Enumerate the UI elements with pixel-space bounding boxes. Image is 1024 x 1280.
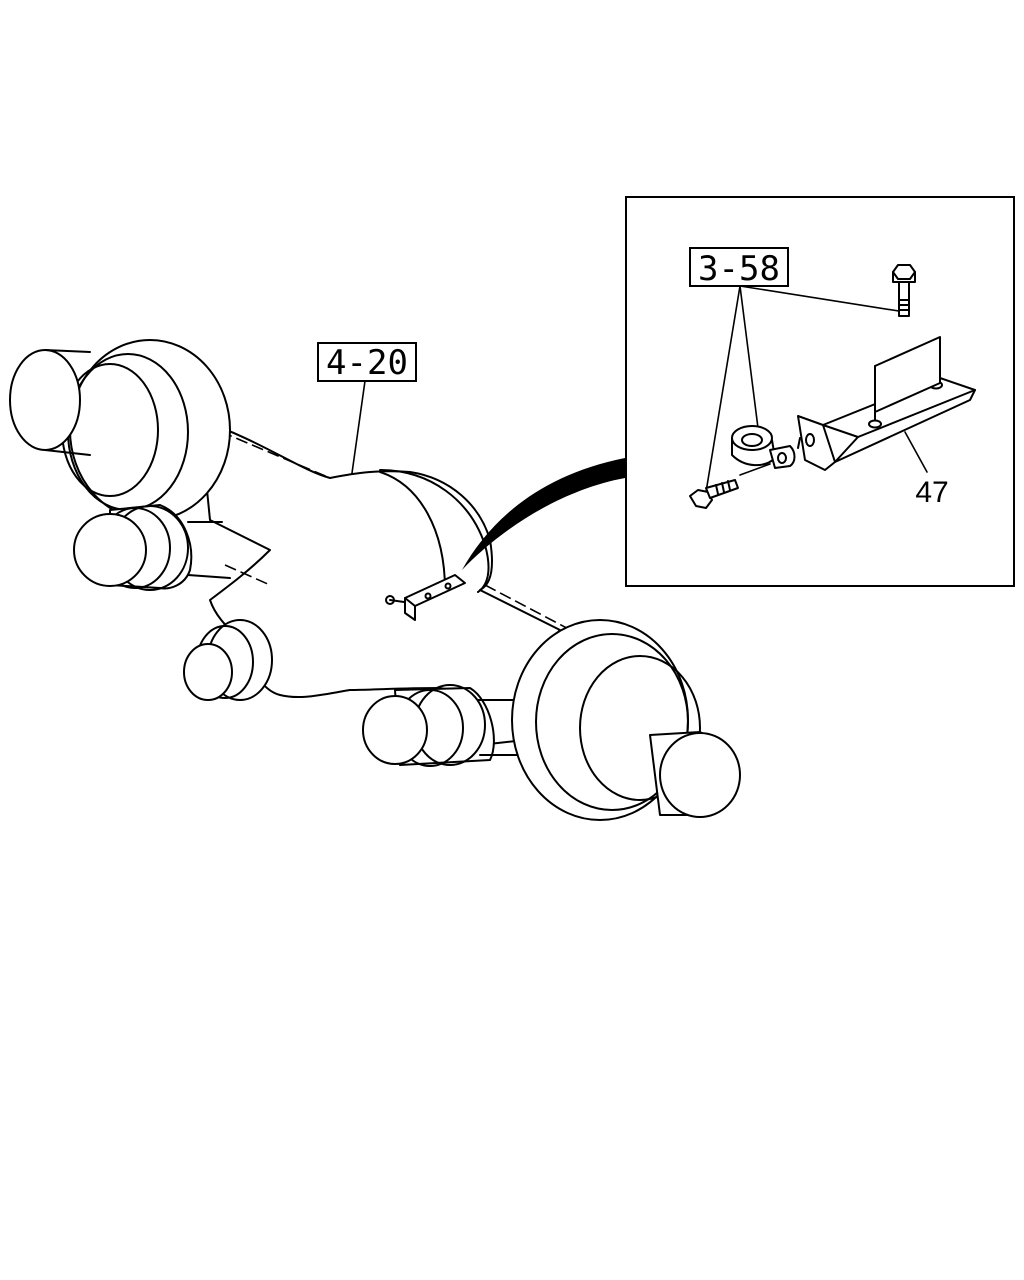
left-wheel-hub [9,339,231,521]
bolt-top [892,264,916,317]
callout-3-58: 3-58 [689,247,906,493]
right-wheel-hub [511,619,741,821]
callout-47: 47 [904,431,949,509]
callout-47-label: 47 [915,476,948,509]
bracket-on-housing [385,574,466,621]
l-bracket [797,336,976,471]
bolt-lower [689,463,771,509]
detail-inset: 3-58 [625,196,1015,587]
callout-4-20-label: 4-20 [326,343,408,383]
lower-bearing [362,684,521,767]
callout-3-58-label: 3-58 [698,249,780,289]
pipe-clamp [731,425,801,469]
callout-4-20: 4-20 [317,342,417,474]
left-bearing [73,504,231,591]
center-bearing [183,619,273,701]
detail-pointer [462,458,625,570]
